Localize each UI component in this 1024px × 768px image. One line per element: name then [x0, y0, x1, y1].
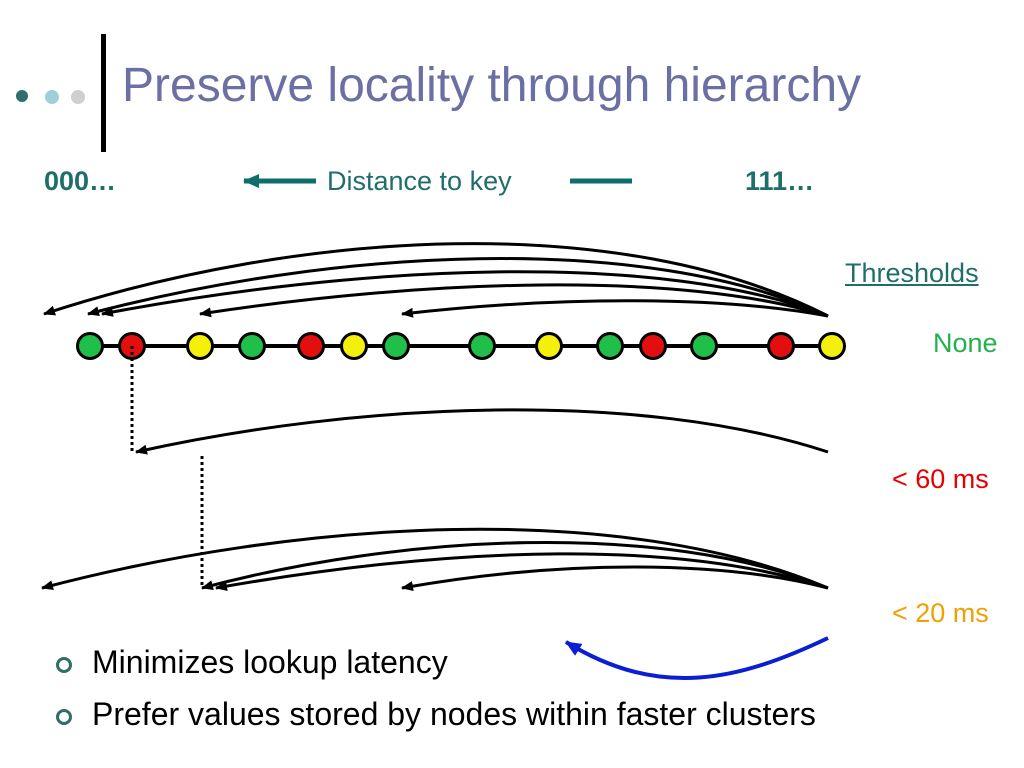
arc-20ms [401, 565, 829, 592]
node-yellow [340, 332, 368, 360]
node-red [639, 332, 667, 360]
bullet-text: Prefer values stored by nodes within fas… [92, 696, 816, 732]
node-red [297, 332, 325, 360]
threshold-60ms-label: < 60 ms [892, 464, 989, 494]
node-green [690, 332, 718, 360]
arc-none [101, 270, 829, 318]
threshold-none-label: None [933, 328, 998, 358]
node-green [382, 332, 410, 360]
arc-60ms [135, 408, 829, 455]
node-green [468, 332, 496, 360]
title-divider [101, 34, 106, 152]
arc-20ms [215, 552, 829, 592]
bullet-item: Minimizes lookup latency [56, 644, 816, 696]
node-green [596, 332, 624, 360]
thresholds-heading: Thresholds [845, 258, 979, 288]
axis-right-label: 111… [745, 166, 815, 196]
arc-none [401, 299, 829, 318]
threshold-20ms-label: < 20 ms [892, 598, 989, 628]
node-yellow [535, 332, 563, 360]
axis-left-label: 000… [44, 166, 117, 196]
axis-center-label: Distance to key [327, 166, 512, 196]
bullet-marker [56, 709, 72, 725]
decorative-dot [16, 90, 28, 102]
node-green [76, 332, 104, 360]
arc-20ms [201, 540, 829, 590]
slide-title: Preserve locality through hierarchy [122, 59, 862, 112]
blue-arrow [564, 636, 829, 681]
arc-none [199, 283, 829, 318]
bullet-text: Minimizes lookup latency [92, 644, 448, 680]
node-green [238, 332, 266, 360]
node-yellow [818, 332, 846, 360]
arc-none [43, 242, 829, 318]
node-red [767, 332, 795, 360]
bullet-item: Prefer values stored by nodes within fas… [56, 696, 816, 748]
arc-20ms [41, 527, 829, 591]
decorative-dot [45, 90, 59, 104]
decorative-dot [71, 90, 85, 104]
arc-none [87, 257, 829, 318]
node-yellow [186, 332, 214, 360]
bullet-marker [56, 657, 72, 673]
bullet-list: Minimizes lookup latency Prefer values s… [56, 644, 816, 748]
node-group [76, 332, 846, 360]
